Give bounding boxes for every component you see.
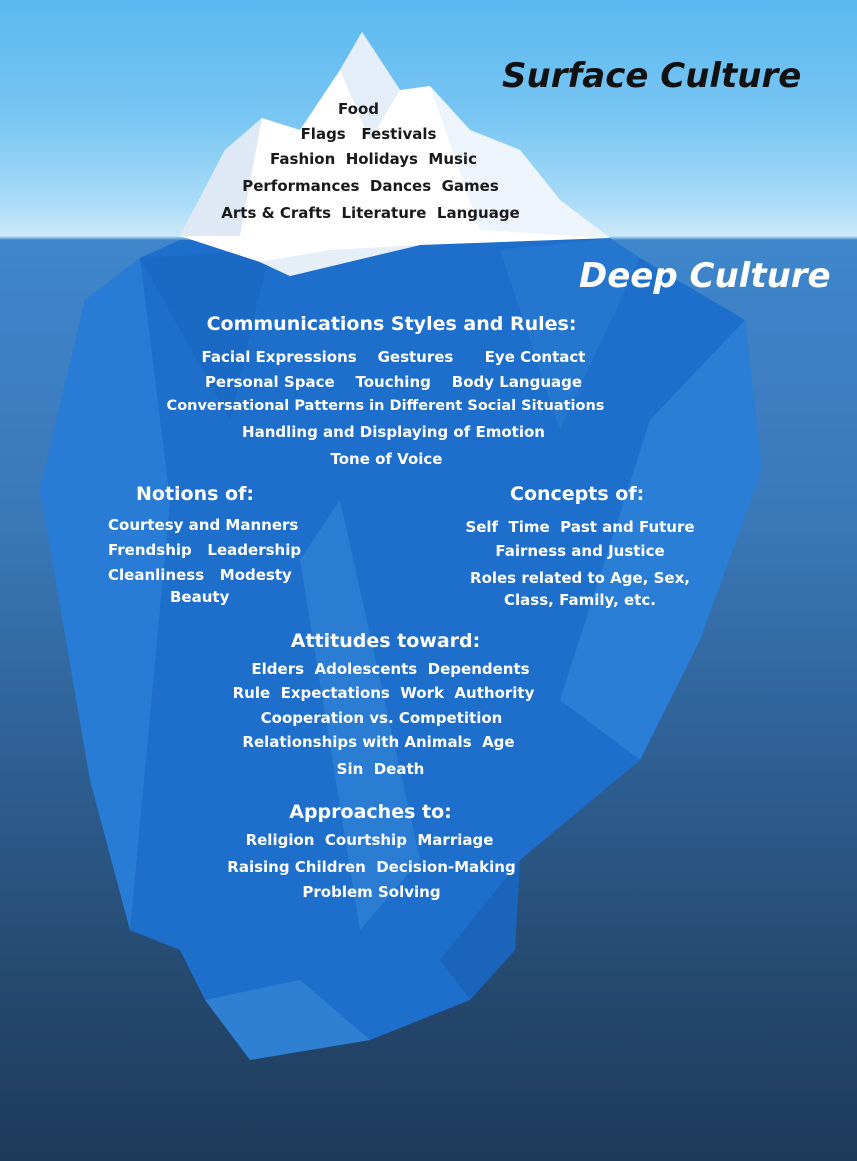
- tip-shade: [260, 245, 420, 276]
- attitudes-heading: Attitudes toward:: [290, 630, 481, 652]
- attitudes-item: Elders Adolescents Dependents: [251, 660, 530, 678]
- berg-facet: [500, 238, 640, 430]
- berg-facet: [205, 980, 370, 1060]
- concepts-item: Fairness and Justice: [495, 542, 665, 560]
- approaches-item: Problem Solving: [302, 883, 441, 901]
- communication-item: Handling and Displaying of Emotion: [242, 423, 545, 441]
- communication-item: Conversational Patterns in Different Soc…: [166, 398, 605, 414]
- concepts-item: Roles related to Age, Sex,: [470, 569, 690, 587]
- surface-item: Arts & Crafts Literature Language: [221, 204, 520, 222]
- attitudes-item: Sin Death: [336, 760, 425, 778]
- concepts-item: Self Time Past and Future: [465, 518, 695, 536]
- surface-item: Performances Dances Games: [242, 177, 499, 195]
- communication-item: Personal Space Touching Body Language: [204, 373, 583, 391]
- notions-heading: Notions of:: [136, 483, 254, 505]
- surface-item: Food: [338, 100, 379, 118]
- concepts-section: Self Time Past and Future Fairness and J…: [455, 516, 705, 609]
- berg-facet: [300, 500, 420, 930]
- approaches-item: Raising Children Decision-Making: [227, 858, 516, 876]
- attitudes-item: Rule Expectations Work Authority: [232, 684, 535, 702]
- surface-culture-title: Surface Culture: [502, 56, 802, 96]
- concepts-heading: Concepts of:: [510, 483, 645, 505]
- tip-shade: [340, 32, 400, 140]
- berg-facet: [140, 250, 270, 420]
- surface-item: Flags Festivals: [300, 125, 437, 143]
- deep-culture-title: Deep Culture: [579, 256, 831, 296]
- approaches-heading: Approaches to:: [289, 801, 452, 823]
- notions-item: Beauty: [170, 588, 230, 606]
- notions-item: Cleanliness Modesty: [108, 566, 292, 584]
- berg-facet: [40, 258, 170, 930]
- berg-facet: [440, 860, 520, 1000]
- attitudes-item: Relationships with Animals Age: [242, 733, 515, 751]
- tip-shade: [180, 118, 262, 236]
- notions-section: Notions of:: [100, 483, 300, 505]
- surface-item: Fashion Holidays Music: [270, 150, 477, 168]
- notions-item: Courtesy and Manners: [108, 516, 299, 534]
- berg-facet: [560, 320, 762, 760]
- tip-shade: [430, 86, 610, 238]
- communication-item: Tone of Voice: [330, 450, 443, 468]
- concepts-item: Class, Family, etc.: [504, 591, 656, 609]
- communication-item: Facial Expressions Gestures Eye Contact: [201, 348, 586, 366]
- underwater-iceberg: [40, 238, 762, 1060]
- communication-heading: Communications Styles and Rules:: [206, 313, 577, 335]
- notions-item: Frendship Leadership: [108, 541, 302, 559]
- attitudes-item: Cooperation vs. Competition: [260, 709, 503, 727]
- approaches-item: Religion Courtship Marriage: [245, 831, 494, 849]
